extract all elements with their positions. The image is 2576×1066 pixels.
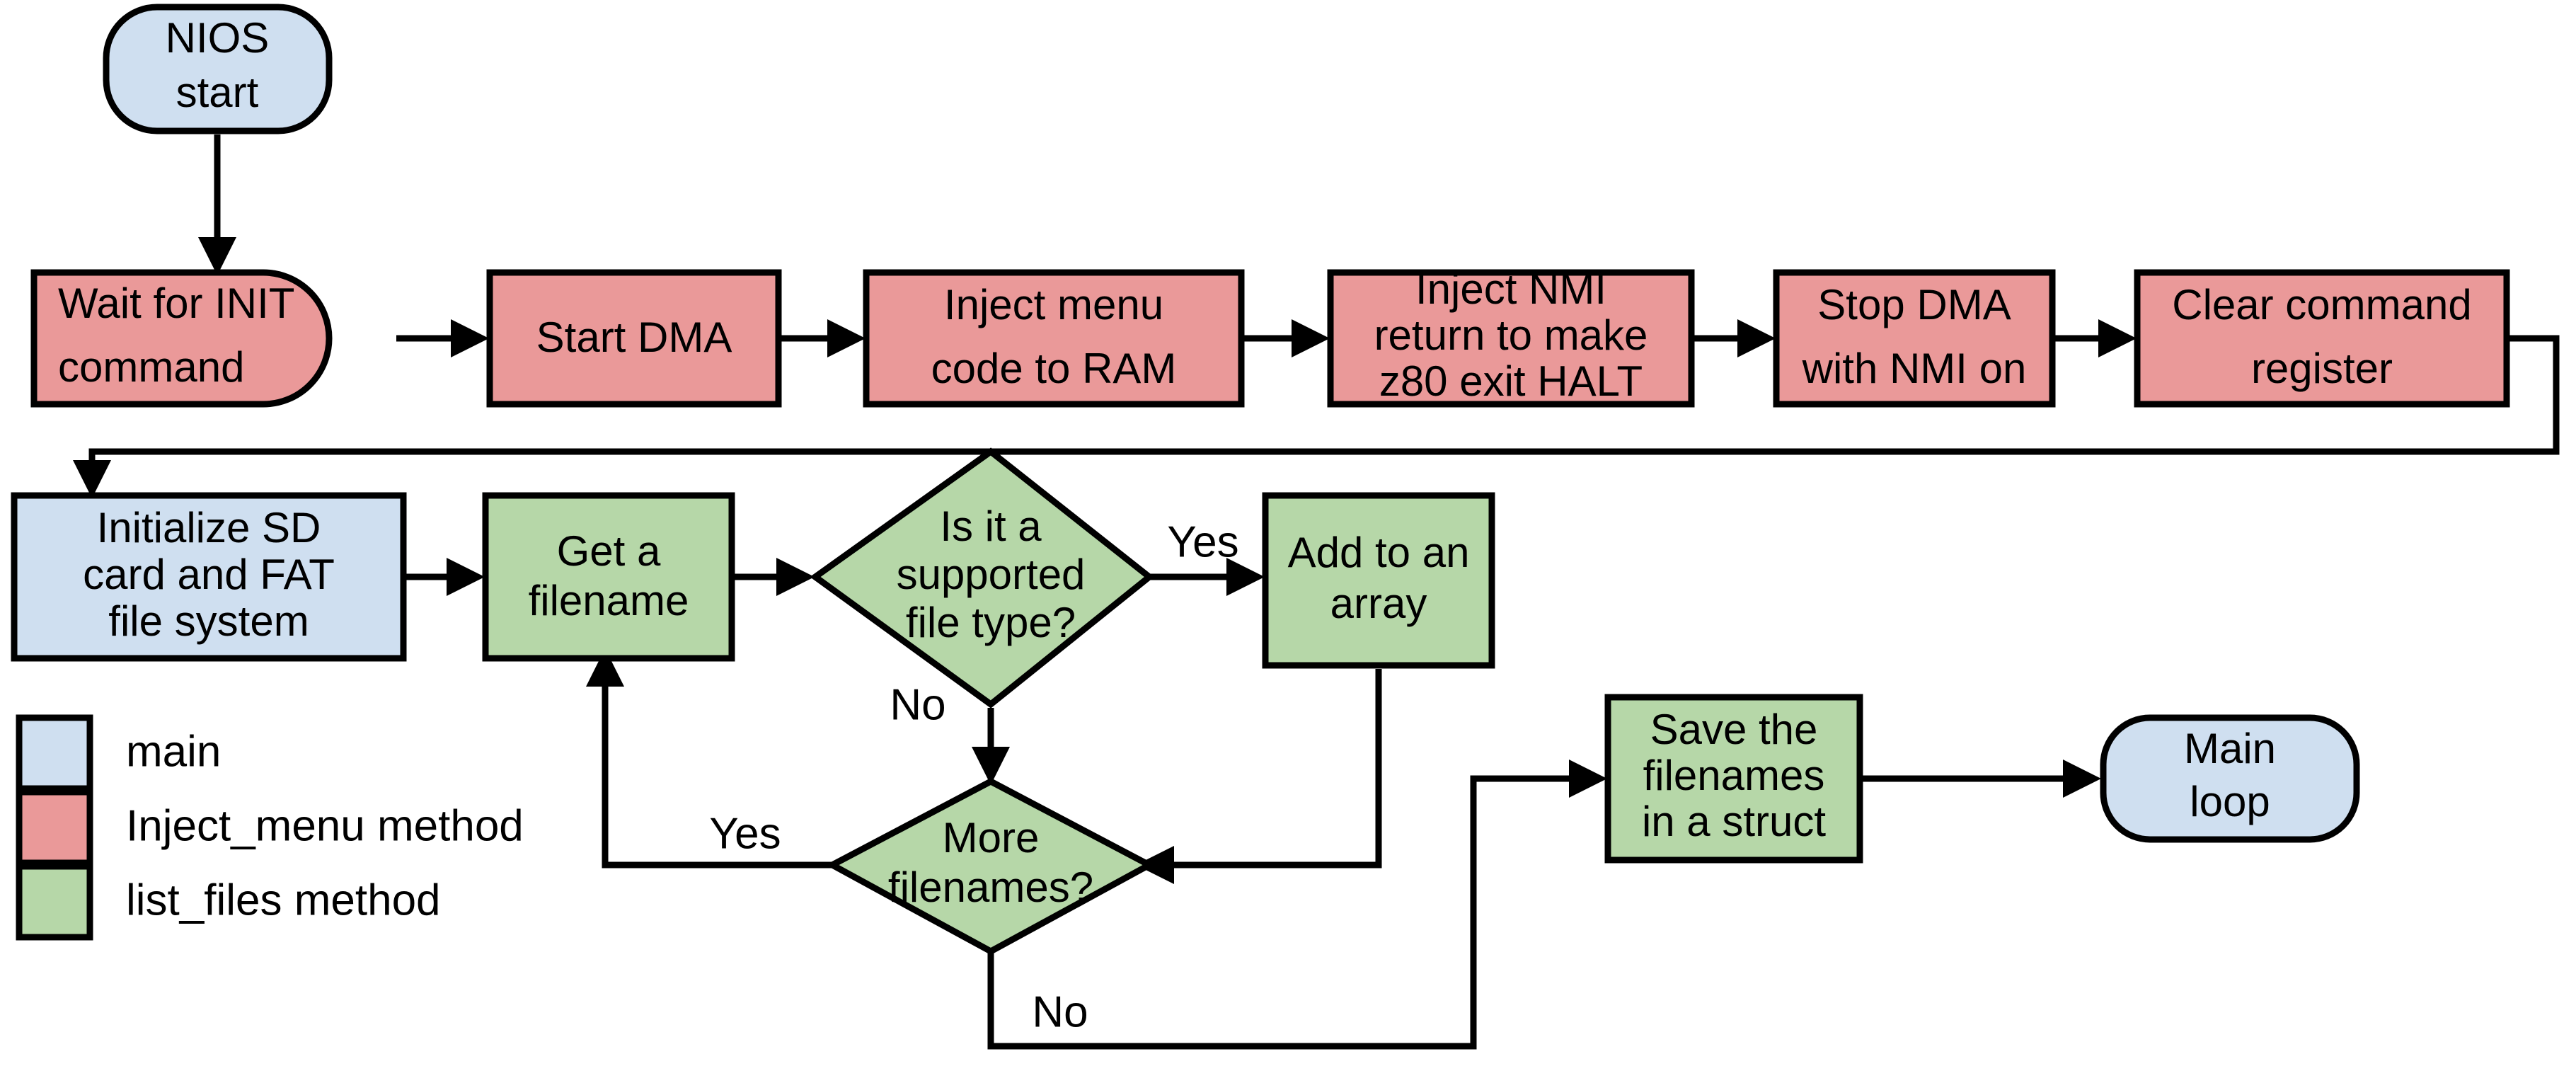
node-nios-start[interactable]: NIOS start bbox=[103, 4, 333, 134]
legend-item-main: main bbox=[16, 714, 221, 792]
start-dma-label: Start DMA bbox=[536, 314, 732, 361]
is-supported-label-2: supported bbox=[897, 551, 1086, 598]
is-supported-label-1: Is it a bbox=[940, 503, 1042, 550]
inject-nmi-shape bbox=[1327, 269, 1695, 408]
wait-init-label-2: command bbox=[58, 343, 244, 391]
get-filename-label-2: filename bbox=[529, 577, 689, 624]
edge-label-more-yes: Yes bbox=[709, 809, 781, 858]
node-clear-command[interactable]: Clear command register bbox=[2134, 269, 2510, 408]
nios-start-shape bbox=[103, 4, 333, 134]
node-stop-dma[interactable]: Stop DMA with NMI on bbox=[1773, 269, 2056, 408]
start-dma-shape bbox=[486, 269, 782, 408]
edge-morefilenames-no-to-savefilenames bbox=[987, 760, 1607, 1050]
legend-item-list-files: list_files method bbox=[16, 863, 441, 941]
add-to-array-label-1: Add to an bbox=[1288, 529, 1470, 576]
init-sd-label-3: file system bbox=[108, 597, 309, 645]
add-to-array-shape bbox=[1262, 492, 1495, 669]
node-save-filenames[interactable]: Save the filenames in a struct bbox=[1604, 694, 1863, 864]
init-sd-label-1: Initialize SD bbox=[97, 504, 321, 551]
legend-swatch-main bbox=[16, 714, 93, 792]
node-wait-init[interactable]: Wait for INIT command bbox=[30, 269, 333, 408]
node-start-dma[interactable]: Start DMA bbox=[486, 269, 782, 408]
clear-command-shape bbox=[2134, 269, 2510, 408]
init-sd-shape bbox=[11, 492, 407, 662]
is-supported-label-3: file type? bbox=[906, 599, 1076, 646]
save-filenames-shape bbox=[1604, 694, 1863, 864]
more-filenames-label-2: filenames? bbox=[888, 864, 1093, 911]
inject-menu-code-label-2: code to RAM bbox=[931, 345, 1177, 392]
edge-label-supported-no: No bbox=[890, 680, 945, 729]
inject-nmi-label-3: z80 exit HALT bbox=[1379, 357, 1643, 405]
nios-start-label-2: start bbox=[176, 69, 259, 116]
more-filenames-label-1: More bbox=[943, 814, 1040, 861]
stop-dma-shape bbox=[1773, 269, 2056, 408]
legend-label-inject-menu: Inject_menu method bbox=[126, 801, 524, 850]
node-is-supported[interactable]: Is it a supported file type? bbox=[810, 447, 1155, 709]
legend-label-main: main bbox=[126, 727, 221, 776]
edge-label-layer: Yes No Yes No bbox=[709, 517, 1238, 1036]
wait-init-shape bbox=[30, 269, 333, 408]
legend-swatch-inject-menu bbox=[16, 789, 93, 866]
connector-layer bbox=[73, 134, 2560, 1050]
main-loop-label-1: Main bbox=[2184, 725, 2276, 772]
clear-command-label-1: Clear command bbox=[2172, 281, 2472, 328]
inject-nmi-label-1: Inject NMI bbox=[1415, 265, 1606, 313]
node-add-to-array[interactable]: Add to an array bbox=[1262, 492, 1495, 669]
add-to-array-label-2: array bbox=[1330, 580, 1427, 627]
inject-nmi-label-2: return to make bbox=[1374, 311, 1648, 359]
save-filenames-label-1: Save the bbox=[1650, 706, 1818, 753]
stop-dma-label-2: with NMI on bbox=[1802, 345, 2027, 392]
is-supported-shape bbox=[810, 447, 1155, 709]
legend: main Inject_menu method list_files metho… bbox=[16, 714, 524, 941]
inject-menu-code-label-1: Inject menu bbox=[944, 281, 1163, 328]
clear-command-label-2: register bbox=[2251, 345, 2393, 392]
init-sd-label-2: card and FAT bbox=[83, 551, 335, 598]
legend-item-inject-menu: Inject_menu method bbox=[16, 789, 524, 866]
node-inject-nmi[interactable]: Inject NMI return to make z80 exit HALT bbox=[1327, 265, 1695, 408]
save-filenames-label-2: filenames bbox=[1643, 752, 1825, 799]
node-more-filenames[interactable]: More filenames? bbox=[825, 777, 1156, 956]
main-loop-shape bbox=[2100, 714, 2360, 843]
edge-label-supported-yes: Yes bbox=[1167, 517, 1238, 566]
main-loop-label-2: loop bbox=[2190, 778, 2270, 825]
nios-start-label-1: NIOS bbox=[166, 14, 270, 62]
stop-dma-label-1: Stop DMA bbox=[1817, 281, 2011, 328]
edge-clearcmd-to-initsd bbox=[73, 335, 2560, 498]
node-inject-menu-code[interactable]: Inject menu code to RAM bbox=[863, 269, 1245, 408]
get-filename-shape bbox=[482, 492, 735, 662]
edge-label-more-no: No bbox=[1032, 987, 1088, 1036]
more-filenames-shape bbox=[825, 777, 1156, 956]
node-init-sd[interactable]: Initialize SD card and FAT file system bbox=[11, 492, 407, 662]
node-main-loop[interactable]: Main loop bbox=[2100, 714, 2360, 843]
inject-menu-code-shape bbox=[863, 269, 1245, 408]
edge-morefilenames-yes-to-getfilename bbox=[586, 648, 839, 869]
get-filename-label-1: Get a bbox=[557, 527, 661, 575]
legend-swatch-list-files bbox=[16, 863, 93, 941]
legend-label-list-files: list_files method bbox=[126, 876, 441, 924]
save-filenames-label-3: in a struct bbox=[1642, 798, 1826, 845]
node-get-filename[interactable]: Get a filename bbox=[482, 492, 735, 662]
edge-addarray-to-morefilenames bbox=[1136, 669, 1382, 884]
wait-init-label-1: Wait for INIT bbox=[58, 280, 294, 327]
